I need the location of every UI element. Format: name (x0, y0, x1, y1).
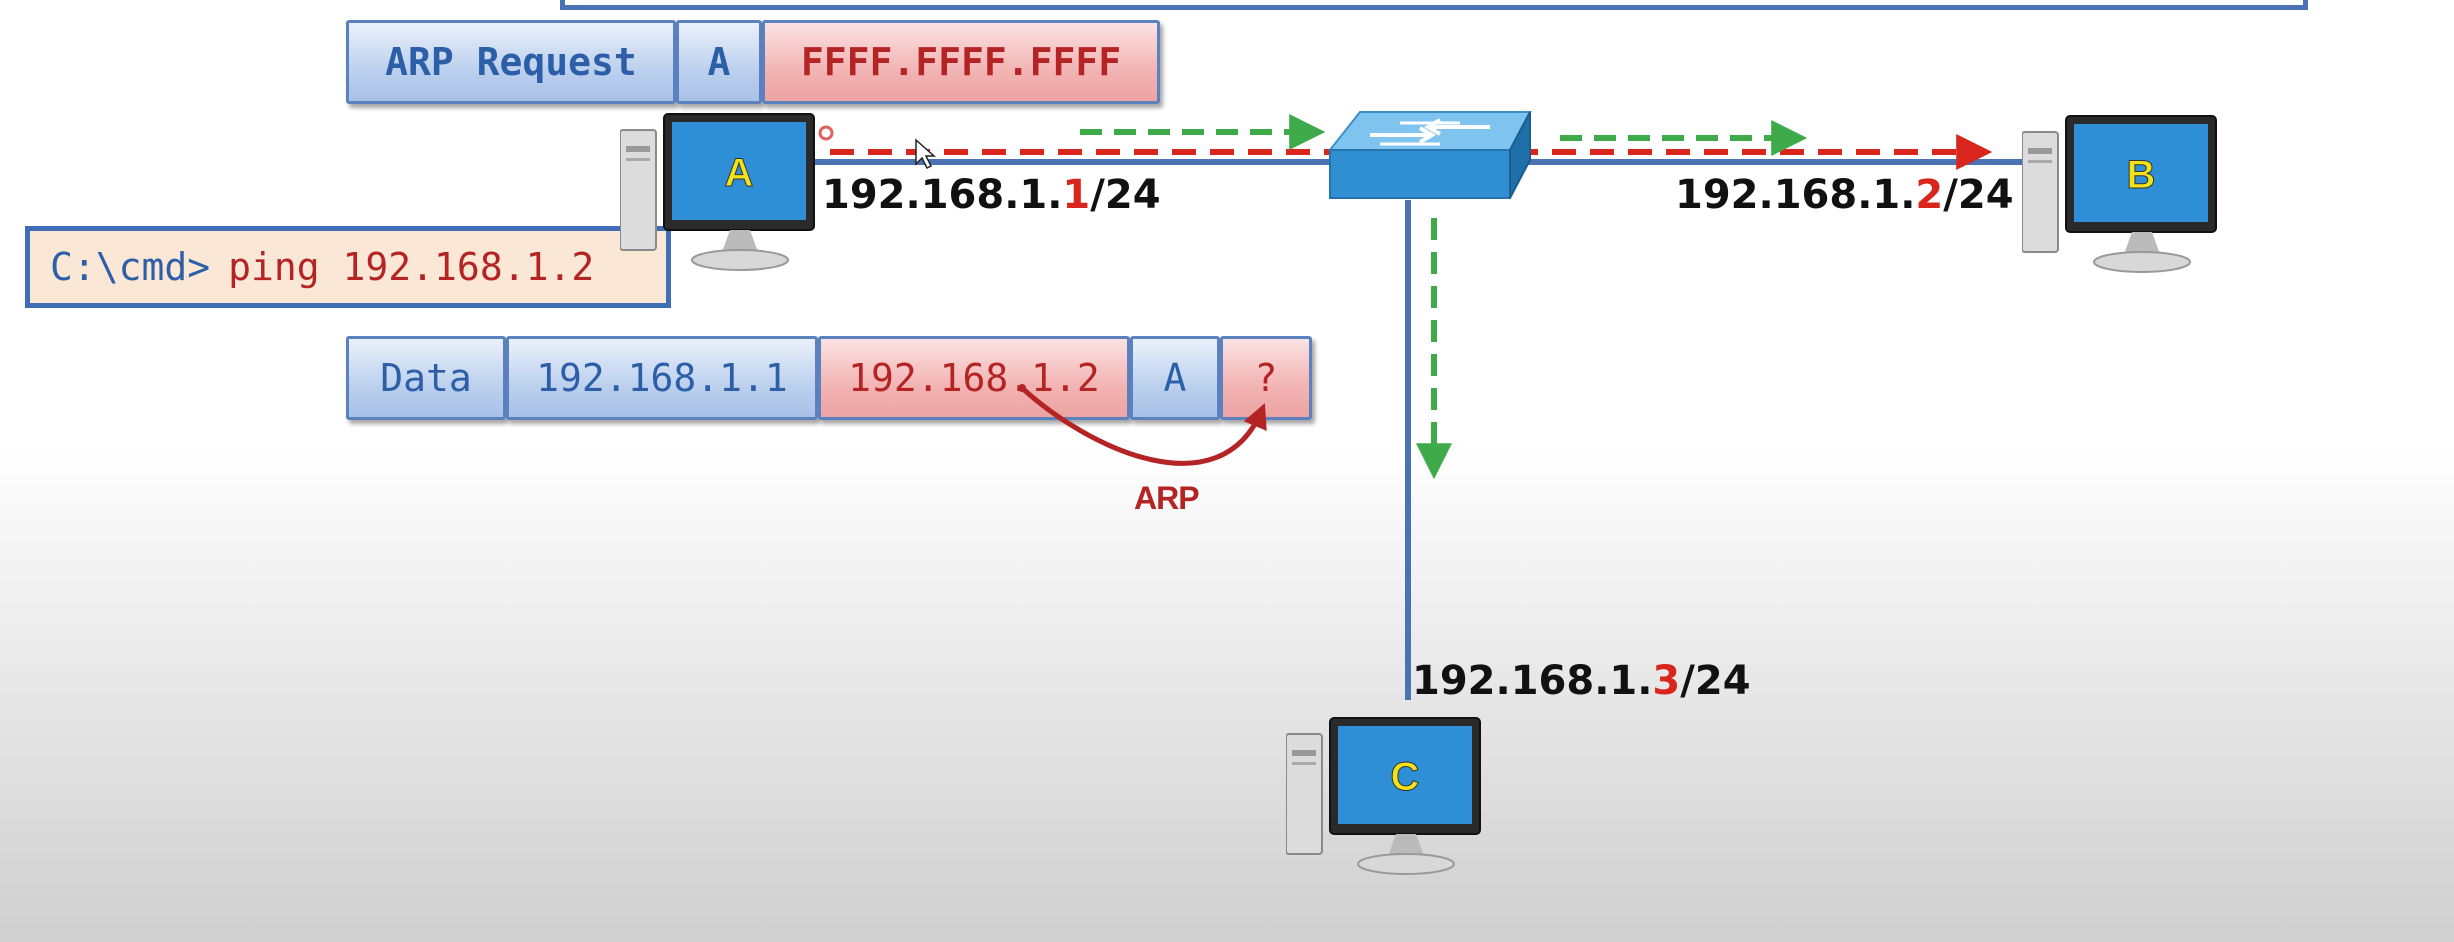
host-a: A (619, 110, 820, 280)
host-c-ip-prefix: 192.168.1. (1412, 658, 1653, 704)
host-b-ip-host: 2 (1915, 172, 1944, 218)
host-a-ip: 192.168.1.1/24 (822, 172, 1161, 218)
arp-curve-origin (1018, 384, 1026, 392)
switch-icon (1327, 111, 1532, 199)
arp-request-dst-mac: FFFF.FFFF.FFFF (762, 20, 1160, 104)
host-a-ip-host: 1 (1062, 172, 1091, 218)
link-a-switch (810, 159, 1330, 165)
arp-arrow-label: ARP (1134, 480, 1200, 516)
prompt-text: C:\cmd> (50, 245, 211, 289)
host-a-ip-suffix: /24 (1090, 172, 1161, 218)
link-switch-c (1405, 200, 1411, 700)
frame-src-ip: 192.168.1.1 (506, 336, 818, 420)
host-c-ip-suffix: /24 (1680, 658, 1751, 704)
host-b-ip: 192.168.1.2/24 (1675, 172, 2014, 218)
host-b: B (2021, 112, 2222, 282)
link-switch-b (1510, 159, 2030, 165)
frame-src-mac: A (1130, 336, 1220, 420)
command-text: ping 192.168.1.2 (228, 245, 595, 289)
arp-curve-arrow (1020, 386, 1267, 466)
broadcast-start-dot (818, 125, 834, 141)
host-b-ip-prefix: 192.168.1. (1675, 172, 1916, 218)
host-b-letter: B (2127, 153, 2156, 197)
host-c-letter: C (1391, 755, 1420, 799)
top-frame (560, 0, 2308, 10)
mouse-cursor-icon (915, 138, 936, 170)
command-prompt-box: C:\cmd> ping 192.168.1.2 (25, 226, 671, 308)
frame-data: Data (346, 336, 506, 420)
host-b-ip-suffix: /24 (1943, 172, 2014, 218)
host-a-ip-prefix: 192.168.1. (822, 172, 1063, 218)
host-c-ip: 192.168.1.3/24 (1412, 658, 1751, 704)
arp-request-label: ARP Request (346, 20, 676, 104)
host-c: C (1285, 714, 1486, 884)
frame-dst-ip: 192.168.1.2 (818, 336, 1130, 420)
host-c-ip-host: 3 (1652, 658, 1681, 704)
host-a-letter: A (725, 151, 754, 195)
arp-request-src: A (676, 20, 762, 104)
